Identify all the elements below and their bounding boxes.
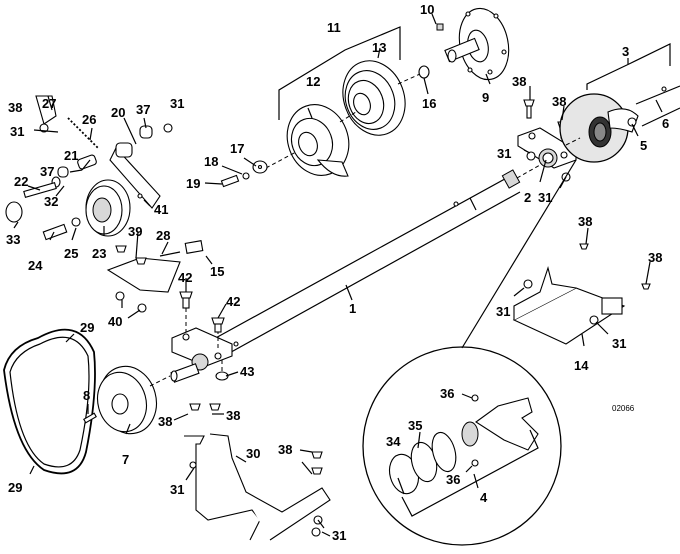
- callout-24: 24: [28, 258, 43, 273]
- callout-3: 3: [622, 44, 629, 59]
- callout-9: 9: [482, 90, 489, 105]
- callout-2: 2: [524, 190, 531, 205]
- callout-38-bracket30-left: 38: [158, 414, 172, 429]
- callout-23: 23: [92, 246, 106, 261]
- callout-26: 26: [82, 112, 96, 127]
- universal-joint-detail: [559, 85, 680, 163]
- callout-31-bracket14-right: 31: [612, 336, 626, 351]
- bolt-19: [220, 174, 240, 188]
- callout-28: 28: [156, 228, 170, 243]
- callout-labels: 1 2 3 4 5 6 7 8 9 10 11 12 13 14 15 16 1…: [6, 2, 669, 543]
- bracket-14: [512, 243, 651, 345]
- callout-19: 19: [186, 176, 200, 191]
- callout-31-idler-left: 31: [10, 124, 24, 139]
- ring-16: [418, 65, 430, 79]
- electric-clutch: [265, 60, 421, 177]
- belt-29: [3, 328, 96, 475]
- callout-31-bracket14-left: 31: [496, 304, 510, 319]
- support-bracket-30: [184, 403, 331, 541]
- callout-5: 5: [640, 138, 647, 153]
- idler-assembly: [5, 95, 173, 241]
- callout-29-top: 29: [80, 320, 94, 335]
- callout-13: 13: [372, 40, 386, 55]
- callout-10: 10: [420, 2, 434, 17]
- callout-41: 41: [154, 202, 168, 217]
- callout-8: 8: [83, 388, 90, 403]
- callout-37-right: 37: [136, 102, 150, 117]
- callout-37-left: 37: [40, 164, 54, 179]
- key-8: [83, 412, 97, 424]
- callout-34: 34: [386, 434, 401, 449]
- callout-31-bracket30-left: 31: [170, 482, 184, 497]
- callout-16: 16: [422, 96, 436, 111]
- detail-leader: [461, 159, 577, 349]
- callout-38-bracket30-right: 38: [278, 442, 292, 457]
- callout-39: 39: [128, 224, 142, 239]
- callout-7: 7: [122, 452, 129, 467]
- callout-21: 21: [64, 148, 78, 163]
- callout-17: 17: [230, 141, 244, 156]
- lockwasher-18: [242, 172, 250, 180]
- callout-38-bearing-left: 38: [512, 74, 526, 89]
- callout-38-idler: 38: [8, 100, 22, 115]
- callout-38-bracket30-mid: 38: [226, 408, 240, 423]
- callout-22: 22: [14, 174, 28, 189]
- callout-18: 18: [204, 154, 218, 169]
- callout-6: 6: [662, 116, 669, 131]
- callout-42-left: 42: [178, 270, 192, 285]
- bracket-3: [586, 43, 671, 90]
- left-bearing-block: [170, 291, 233, 383]
- callout-15: 15: [210, 264, 224, 279]
- callout-36-top: 36: [440, 386, 454, 401]
- callout-11: 11: [327, 20, 341, 35]
- callout-40: 40: [108, 314, 122, 329]
- callout-38-bearing-right: 38: [552, 94, 566, 109]
- leader-lines: [13, 13, 663, 537]
- drive-shaft: [211, 164, 541, 357]
- callout-20: 20: [111, 105, 125, 120]
- yoke-detail: [362, 346, 562, 546]
- callout-38-bracket14-left: 38: [578, 214, 592, 229]
- hub-plate-9: [418, 7, 510, 81]
- callout-14: 14: [574, 358, 589, 373]
- callout-4: 4: [480, 490, 488, 505]
- callout-30: 30: [246, 446, 260, 461]
- callout-12: 12: [306, 74, 320, 89]
- callout-1: 1: [349, 301, 356, 316]
- callout-32: 32: [44, 194, 58, 209]
- callout-25: 25: [64, 246, 78, 261]
- callout-35: 35: [408, 418, 422, 433]
- drawing-id: 02066: [612, 404, 635, 413]
- callout-43: 43: [240, 364, 254, 379]
- callout-33: 33: [6, 232, 20, 247]
- callout-31-idler-right: 31: [170, 96, 184, 111]
- callout-31-bearing-left: 31: [497, 146, 511, 161]
- pulley-7: [83, 365, 171, 435]
- callout-38-bracket14-right: 38: [648, 250, 662, 265]
- callout-31-bracket30-right: 31: [332, 528, 346, 543]
- callout-27: 27: [42, 96, 56, 111]
- callout-42-right: 42: [226, 294, 240, 309]
- callout-29-bottom: 29: [8, 480, 22, 495]
- callout-31-bearing-bottom: 31: [538, 190, 552, 205]
- bracket-11: [278, 26, 401, 120]
- mount-bracket-28: [106, 240, 204, 313]
- screw-10: [436, 23, 444, 31]
- callout-36-bottom: 36: [446, 472, 460, 487]
